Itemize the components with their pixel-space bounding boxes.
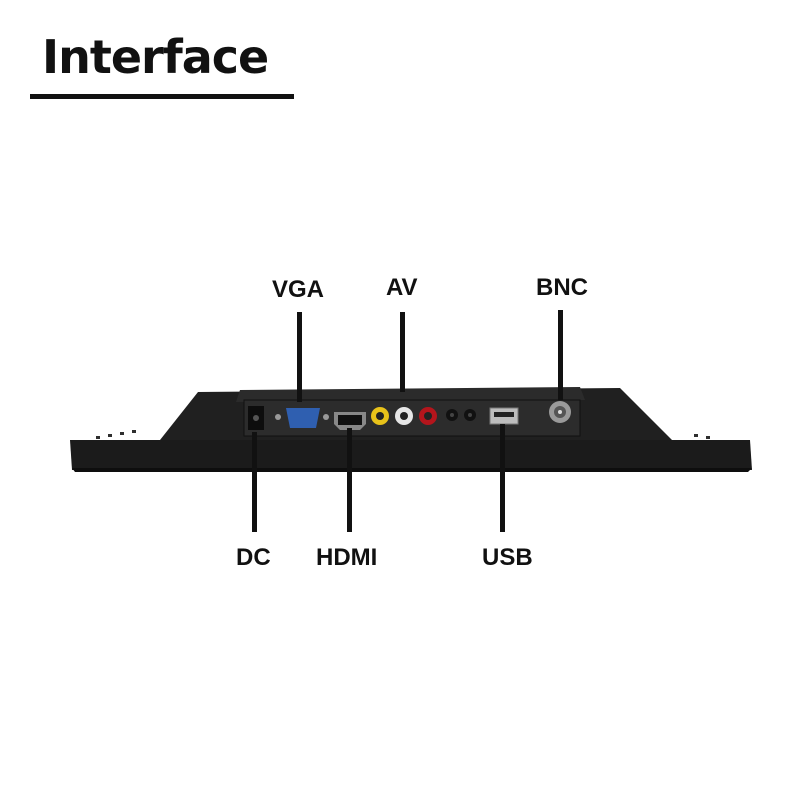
title-underline — [30, 94, 294, 99]
usb-label: USB — [482, 544, 533, 571]
av-label: AV — [386, 274, 418, 301]
monitor-body — [70, 440, 752, 470]
bnc-leader-line — [558, 310, 563, 400]
usb-leader-line — [500, 424, 505, 532]
dc-label: DC — [236, 544, 271, 571]
vga-leader-line — [297, 312, 302, 402]
monitor-underside — [72, 468, 752, 472]
vga-port-icon — [286, 408, 320, 428]
vga-label: VGA — [272, 276, 325, 303]
bnc-label: BNC — [536, 274, 588, 301]
av-leader-line — [400, 312, 405, 392]
hdmi-label: HDMI — [316, 544, 378, 571]
dc-leader-line — [252, 432, 257, 532]
hdmi-leader-line — [347, 428, 352, 532]
page-title: Interface — [42, 30, 269, 84]
